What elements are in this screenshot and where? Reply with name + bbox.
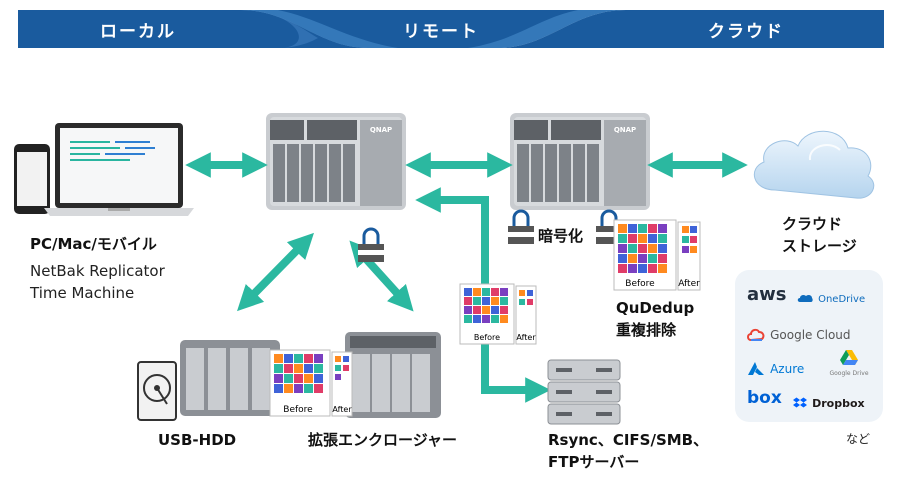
server-rack-icon	[547, 359, 621, 425]
etc-label: など	[846, 432, 871, 446]
cloud-storage-line2: ストレージ	[782, 237, 857, 255]
before-label-server: Before	[474, 333, 500, 342]
scope-banner: ローカル リモート クラウド	[18, 10, 884, 48]
qudedup-line2: 重複排除	[616, 321, 677, 339]
dedup-card-local: Before After	[269, 349, 353, 417]
nas-local-icon: QNAP	[266, 113, 406, 210]
google-drive-icon	[840, 350, 858, 365]
servers-line1: Rsync、CIFS/SMB、	[548, 431, 709, 449]
arrow-nas-usb	[237, 232, 314, 312]
banner-cloud: クラウド	[708, 22, 784, 42]
nas-brand-remote: QNAP	[614, 126, 636, 134]
google-cloud-icon	[747, 328, 765, 341]
after-label: After	[678, 279, 700, 289]
dropbox-icon	[793, 397, 807, 407]
expansion-enclosure-right-icon	[345, 332, 441, 418]
before-label-local: Before	[283, 405, 313, 415]
pc-app-netbak: NetBak Replicator	[30, 262, 165, 280]
expansion-enclosure-icon	[180, 340, 280, 416]
hdd-icon	[137, 361, 177, 421]
servers-line2: FTPサーバー	[548, 453, 640, 471]
nas-brand: QNAP	[370, 126, 392, 134]
google-cloud-logo: Google Cloud	[747, 324, 851, 343]
expansion-label: 拡張エンクロージャー	[308, 431, 457, 449]
after-label-local: After	[332, 405, 352, 414]
lock-icon-remote	[508, 209, 534, 244]
lock-icon	[358, 227, 384, 262]
usb-hdd-label: USB-HDD	[158, 431, 237, 449]
after-label-server: After	[516, 333, 536, 342]
azure-icon	[748, 361, 764, 375]
dropbox-logo: Dropbox	[793, 392, 865, 411]
banner-ribbon	[18, 10, 884, 48]
dedup-card-server: Before After	[459, 283, 537, 345]
qudedup-line1: QuDedup	[616, 299, 695, 317]
onedrive-cloud-icon	[797, 294, 813, 302]
before-label: Before	[625, 279, 655, 289]
cloud-storage-line1: クラウド	[782, 215, 843, 233]
pc-title: PC/Mac/モバイル	[30, 235, 157, 253]
box-logo: box	[747, 388, 782, 408]
dedup-card-remote: Before After	[613, 219, 701, 291]
nas-remote-icon: QNAP	[510, 113, 650, 210]
azure-logo: Azure	[747, 358, 804, 377]
laptop-icon	[44, 123, 194, 216]
cloud-icon	[753, 130, 875, 199]
smartphone-icon	[14, 144, 50, 214]
banner-remote: リモート	[403, 22, 479, 42]
banner-local: ローカル	[100, 22, 176, 42]
encryption-label: 暗号化	[538, 227, 584, 245]
aws-logo: aws	[747, 284, 787, 305]
cloud-services-panel: aws OneDrive Google Cloud Azure Google D…	[735, 270, 883, 422]
google-drive-logo: Google Drive	[823, 350, 875, 377]
pc-app-timemachine: Time Machine	[30, 284, 135, 302]
onedrive-logo: OneDrive	[797, 287, 879, 306]
